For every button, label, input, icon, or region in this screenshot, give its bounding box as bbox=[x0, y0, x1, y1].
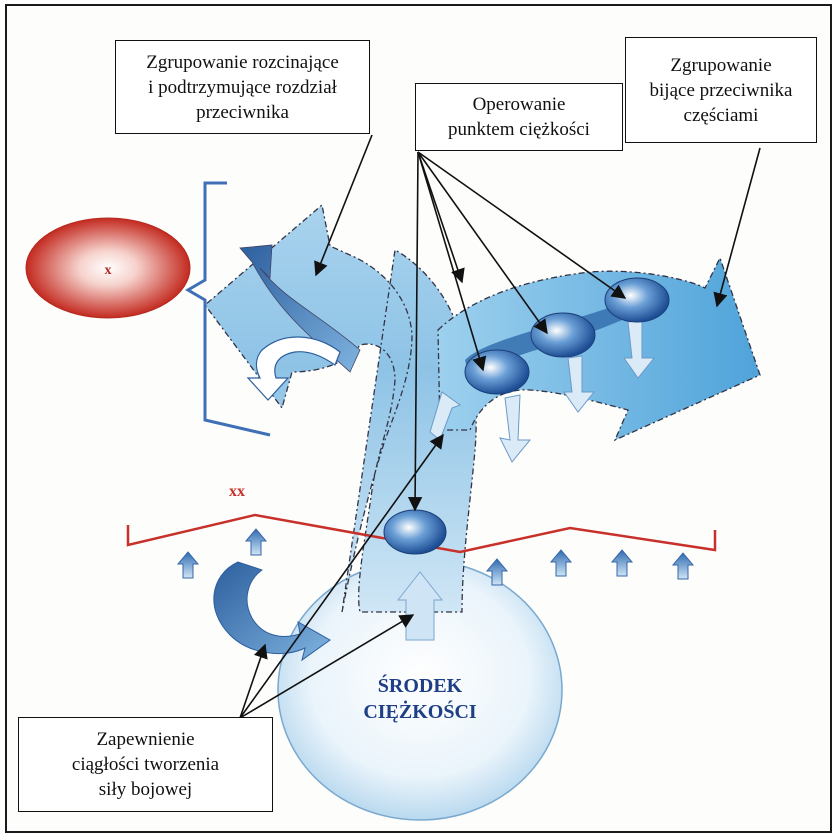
callout-arrow bbox=[240, 645, 265, 718]
label-line: Zapewnienie bbox=[19, 727, 272, 752]
label-line: punktem ciężkości bbox=[416, 117, 622, 142]
center-label-line2: CIĘŻKOŚCI bbox=[363, 699, 477, 723]
label-line: Zgrupowanie rozcinające bbox=[116, 50, 369, 75]
label-striking-group: Zgrupowanie bijące przeciwnika częściami bbox=[625, 37, 817, 143]
label-line: Zgrupowanie bbox=[626, 53, 816, 78]
down-arrow bbox=[500, 395, 530, 462]
label-line: siły bojowej bbox=[19, 777, 272, 802]
small-arrow-up bbox=[178, 552, 198, 578]
callout-arrow bbox=[717, 148, 760, 306]
center-of-gravity-point bbox=[605, 278, 669, 322]
callout-arrow bbox=[418, 152, 625, 298]
label-line: ciągłości tworzenia bbox=[19, 752, 272, 777]
small-arrow-up bbox=[673, 553, 693, 579]
label-line: częściami bbox=[626, 103, 816, 128]
label-splitting-group: Zgrupowanie rozcinające i podtrzymujące … bbox=[115, 40, 370, 134]
label-continuity: Zapewnienie ciągłości tworzenia siły boj… bbox=[18, 717, 273, 812]
label-line: bijące przeciwnika bbox=[626, 78, 816, 103]
small-arrow-up bbox=[551, 550, 571, 576]
center-of-gravity-point bbox=[465, 350, 529, 394]
center-of-gravity-point bbox=[384, 510, 446, 554]
callout-arrow bbox=[418, 152, 462, 282]
label-line: Operowanie bbox=[416, 92, 622, 117]
label-line: i podtrzymujące rozdział bbox=[116, 75, 369, 100]
small-arrow-up bbox=[612, 550, 632, 576]
small-arrow-up bbox=[246, 529, 266, 555]
center-of-gravity-point bbox=[531, 313, 595, 357]
enemy-xx-marker: xx bbox=[229, 483, 245, 500]
enemy-x-marker: x bbox=[105, 263, 112, 278]
trunk-shape bbox=[205, 205, 476, 612]
label-center-of-gravity-operation: Operowanie punktem ciężkości bbox=[415, 83, 623, 151]
center-label-line1: ŚRODEK bbox=[378, 673, 463, 697]
label-line: przeciwnika bbox=[116, 100, 369, 125]
